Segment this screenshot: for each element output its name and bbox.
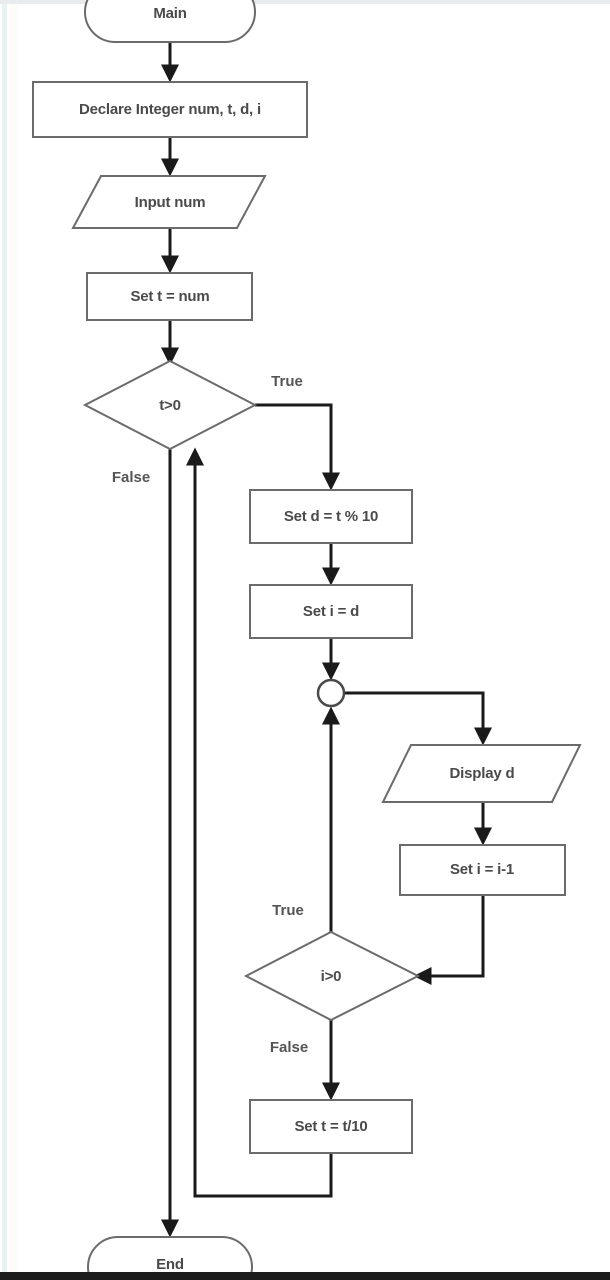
node-deci-process[interactable]: Set i = i-1 <box>399 844 566 896</box>
node-sett10-label: Set t = t/10 <box>294 1118 367 1135</box>
edge-merge-to-display <box>345 691 492 746</box>
node-declare-label: Declare Integer num, t, d, i <box>79 101 261 118</box>
node-seti-label: Set i = d <box>303 603 359 620</box>
node-decision-t-label: t>0 <box>159 397 181 414</box>
node-decision-i-label: i>0 <box>321 968 342 985</box>
node-setd-process[interactable]: Set d = t % 10 <box>249 489 413 544</box>
node-sett-process[interactable]: Set t = num <box>86 272 253 321</box>
node-end-label: End <box>156 1256 184 1273</box>
page-left-rule <box>2 4 7 1280</box>
node-display-parallelogram[interactable]: Display d <box>381 744 582 803</box>
node-sett10-process[interactable]: Set t = t/10 <box>249 1099 413 1154</box>
edge-label-i-true: True <box>272 902 304 919</box>
page-bottom-rule <box>0 1272 610 1280</box>
page-left-rule-secondary <box>9 4 18 1280</box>
node-start-terminator[interactable]: Main <box>84 0 256 43</box>
node-sett-label: Set t = num <box>130 288 209 305</box>
node-seti-process[interactable]: Set i = d <box>249 584 413 639</box>
node-merge-connector[interactable] <box>316 678 346 708</box>
node-decision-t[interactable]: t>0 <box>82 359 258 451</box>
node-end-terminator[interactable]: End <box>87 1236 253 1280</box>
node-input-label: Input num <box>135 194 206 211</box>
edge-label-i-false: False <box>270 1039 308 1056</box>
node-deci-label: Set i = i-1 <box>450 861 514 878</box>
node-setd-label: Set d = t % 10 <box>284 508 378 525</box>
edge-sett10-loopback <box>186 447 333 1198</box>
page-top-rule <box>0 0 610 4</box>
node-start-label: Main <box>153 5 186 22</box>
node-display-label: Display d <box>450 765 515 782</box>
edge-decision-t-true <box>255 403 340 491</box>
edge-deci-to-decision-i <box>413 895 485 985</box>
node-decision-i[interactable]: i>0 <box>243 930 421 1022</box>
edge-label-t-true: True <box>271 373 303 390</box>
node-declare-process[interactable]: Declare Integer num, t, d, i <box>32 81 308 138</box>
node-input-parallelogram[interactable]: Input num <box>71 175 267 229</box>
edge-label-t-false: False <box>112 469 150 486</box>
